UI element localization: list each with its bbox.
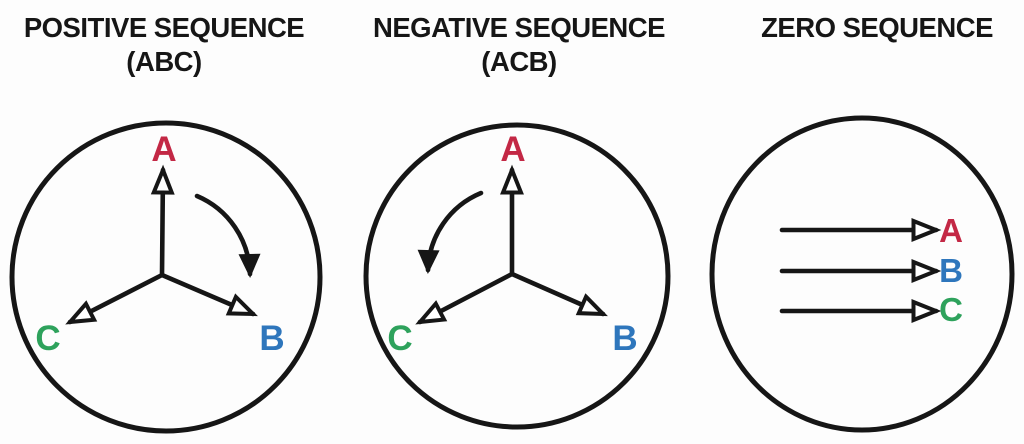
counterclockwise-rotation-arrow-icon: [417, 190, 484, 274]
zero-phase-label-b: B: [939, 252, 963, 289]
positive-phasor-a-arrow: [150, 164, 175, 278]
positive-sequence-title: POSITIVE SEQUENCE: [24, 12, 304, 43]
positive-phase-label-c: C: [35, 319, 60, 358]
zero-sequence-title: ZERO SEQUENCE: [761, 12, 993, 43]
negative-sequence-panel: NEGATIVE SEQUENCE (ACB) A B C: [363, 12, 671, 430]
negative-phase-label-a: A: [500, 130, 525, 169]
positive-phasor-c-arrow: [65, 272, 165, 325]
negative-phasor-b-arrow: [509, 271, 608, 317]
zero-sequence-panel: ZERO SEQUENCE A B C: [709, 12, 1015, 433]
positive-sequence-panel: POSITIVE SEQUENCE (ABC) A B C: [9, 12, 323, 434]
negative-sequence-title: NEGATIVE SEQUENCE: [373, 12, 665, 43]
negative-phasor-c-arrow: [415, 271, 515, 325]
negative-phasor-circle: [363, 122, 671, 430]
positive-phasor-b-arrow: [159, 272, 258, 317]
clockwise-rotation-arrow-icon: [194, 193, 261, 278]
negative-sequence-subtitle: (ACB): [481, 46, 556, 77]
positive-phase-label-b: B: [259, 319, 284, 358]
zero-phasor-circle: [709, 115, 1015, 433]
positive-phase-label-a: A: [151, 130, 176, 169]
positive-phasor-circle: [9, 120, 323, 434]
negative-phase-label-c: C: [387, 319, 412, 358]
negative-phase-label-b: B: [612, 319, 637, 358]
zero-phase-label-a: A: [939, 212, 963, 249]
positive-sequence-subtitle: (ABC): [126, 46, 201, 77]
zero-phase-label-c: C: [939, 291, 963, 328]
